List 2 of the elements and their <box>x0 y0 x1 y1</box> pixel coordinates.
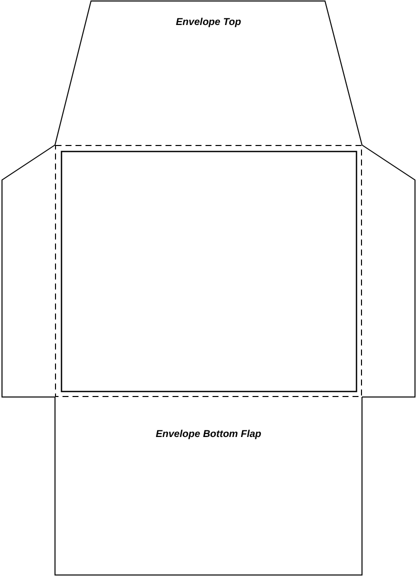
flap-label: Envelope Bottom Flap <box>156 429 262 440</box>
flap-label: Envelope Top <box>176 17 242 28</box>
